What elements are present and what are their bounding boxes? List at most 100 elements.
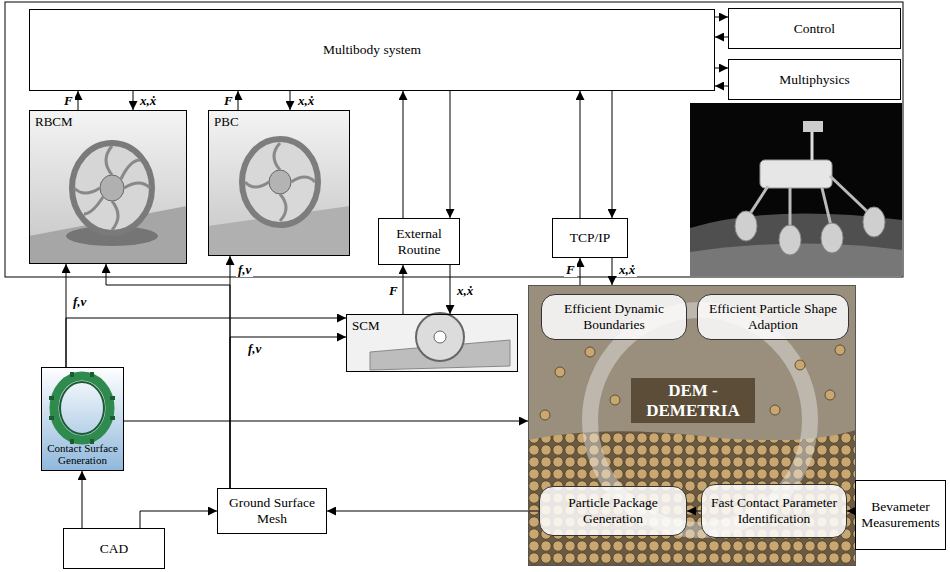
wheel-spokes (74, 146, 150, 230)
particle (610, 395, 620, 405)
input-box: CAD (63, 528, 165, 569)
model-box: SCM (346, 314, 518, 372)
node-label: Efficient Particle Shape Adaption (704, 301, 842, 332)
module-box: Control (728, 8, 901, 49)
rover-wheel (863, 207, 885, 237)
connector-arrow (290, 91, 291, 110)
module-box: Multiphysics (728, 59, 901, 100)
picture-ground (690, 103, 902, 276)
connector-arrow (238, 91, 239, 110)
particle (835, 345, 845, 355)
node-label: Multibody system (323, 42, 421, 58)
particle (770, 405, 780, 415)
node-label: PBC (214, 115, 239, 130)
rover-mast (811, 132, 814, 160)
connector-arrow (133, 91, 134, 110)
process-box: Ground Surface Mesh (217, 488, 327, 534)
feature-box: Fast Contact Parameter Identification (701, 484, 847, 538)
feature-box: Efficient Dynamic Boundaries (541, 294, 687, 340)
signal-label: f,v (246, 341, 263, 356)
rover-wheel (735, 211, 757, 241)
node-label: Efficient Dynamic Boundaries (548, 301, 680, 332)
dem-picture (528, 285, 856, 566)
connector-arrow (715, 68, 728, 69)
picture-ground (29, 110, 187, 264)
node-label: RBCM (35, 115, 73, 130)
connector-arrow (327, 511, 539, 512)
outer-frame (5, 2, 903, 277)
particle (540, 410, 550, 420)
signal-label: x,ẋ (296, 93, 316, 108)
connector-arrow (230, 337, 346, 488)
node-label: Ground Surface Mesh (222, 495, 322, 526)
node-label: Contact Surface Generation (44, 442, 121, 467)
particle (825, 390, 835, 400)
node-label: DEM - DEMETRIA (631, 378, 755, 423)
wheel-hub (269, 170, 291, 194)
wheel-rim (72, 143, 152, 233)
rover-body (760, 160, 832, 188)
scm-picture (346, 313, 518, 372)
rover-wheel (821, 223, 843, 253)
wheel-hub (100, 175, 124, 201)
signal-label: x,ẋ (138, 93, 158, 108)
picture-ground (528, 285, 856, 566)
connector-arrow (403, 265, 404, 314)
system-box: Multibody system (29, 9, 715, 91)
picture-ground (41, 367, 124, 471)
connector-arrow (403, 91, 404, 218)
connector-arrow (580, 258, 581, 285)
node-label: Control (794, 21, 835, 37)
interface-box: TCP/IP (552, 218, 628, 258)
connector-arrow (687, 511, 701, 512)
feature-box: Particle Package Generation (539, 486, 687, 536)
input-box: Bevameter Measurements (855, 480, 946, 550)
connector-arrow (78, 91, 79, 110)
rover-legs (746, 176, 872, 232)
connector-arrow (715, 37, 728, 38)
rover-camera (803, 121, 823, 132)
connector-arrow (715, 86, 728, 87)
particle (555, 367, 565, 377)
wheel-rim (242, 139, 318, 225)
picture-ground (346, 314, 518, 372)
ring-inner-edge (60, 382, 104, 434)
connector-arrow (140, 511, 217, 528)
model-box: PBC (208, 110, 350, 256)
wheel-spokes (245, 143, 315, 221)
connector-arrow (106, 264, 230, 488)
rover-wheel (779, 225, 801, 255)
node-label: CAD (100, 541, 129, 557)
wheel-ring (54, 376, 110, 440)
signal-label: F (387, 283, 400, 298)
signal-label: F (62, 93, 75, 108)
connector-arrow (124, 421, 528, 422)
connector-arrow (715, 17, 728, 18)
connector-arrow (66, 318, 346, 367)
connector-arrow (612, 91, 613, 218)
rover-picture (690, 103, 902, 276)
node-label: Fast Contact Parameter Identification (708, 495, 840, 526)
pbc-picture (208, 110, 350, 256)
particle (795, 360, 805, 370)
connector-arrow (82, 471, 83, 528)
node-label: Multiphysics (779, 72, 850, 88)
node-label: SCM (352, 319, 379, 334)
signal-label: x,ẋ (617, 262, 637, 277)
signal-label: x,ẋ (455, 283, 475, 298)
node-label: Bevameter Measurements (860, 499, 941, 530)
interface-box: External Routine (378, 218, 460, 265)
signal-label: f,v (236, 262, 253, 277)
dem-panel: DEM - DEMETRIA Efficient Dynamic Boundari… (528, 285, 856, 566)
node-label: Particle Package Generation (546, 495, 680, 526)
connector-arrow (450, 265, 451, 314)
connector-arrow (450, 91, 451, 218)
contact-surface-picture (41, 367, 124, 471)
ring-cleats (49, 372, 115, 444)
signal-label: F (564, 262, 577, 277)
node-label: External Routine (383, 226, 455, 257)
signal-label: F (222, 93, 235, 108)
connector-arrow (580, 91, 581, 218)
process-box: Contact Surface Generation (41, 367, 124, 471)
